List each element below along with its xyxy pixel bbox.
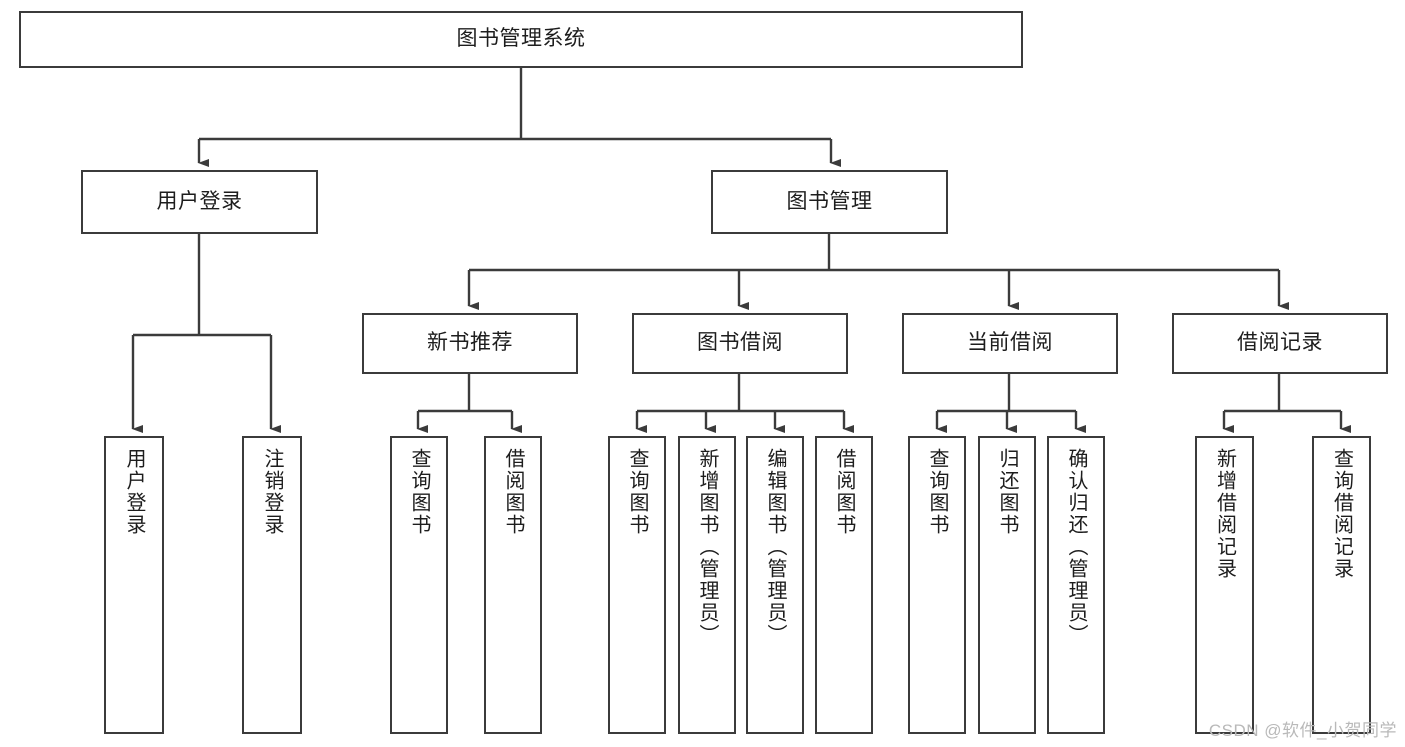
node-book-manage[interactable]: 图书管理 <box>711 170 948 234</box>
node-current-borrow-label: 当前借阅 <box>967 331 1053 355</box>
leaf-return-book-label: 归还图书 <box>996 448 1018 536</box>
node-book-borrow[interactable]: 图书借阅 <box>632 313 848 374</box>
leaf-query-book-new-label: 查询图书 <box>408 448 430 536</box>
leaf-edit-book[interactable]: 编辑图书（管理员） <box>746 436 804 734</box>
leaf-confirm-return[interactable]: 确认归还（管理员） <box>1047 436 1105 734</box>
leaf-add-book-label: 新增图书（管理员） <box>696 448 718 646</box>
node-current-borrow[interactable]: 当前借阅 <box>902 313 1118 374</box>
node-user-login[interactable]: 用户登录 <box>81 170 318 234</box>
leaf-add-borrow-record[interactable]: 新增借阅记录 <box>1195 436 1254 734</box>
node-book-borrow-label: 图书借阅 <box>697 331 783 355</box>
leaf-return-book[interactable]: 归还图书 <box>978 436 1036 734</box>
leaf-user-login[interactable]: 用户登录 <box>104 436 164 734</box>
node-root-label: 图书管理系统 <box>456 27 586 51</box>
leaf-query-book-new[interactable]: 查询图书 <box>390 436 448 734</box>
leaf-borrow-book-new[interactable]: 借阅图书 <box>484 436 542 734</box>
leaf-user-login-label: 用户登录 <box>123 448 145 536</box>
leaf-borrow-book-new-label: 借阅图书 <box>502 448 524 536</box>
node-root[interactable]: 图书管理系统 <box>19 11 1023 68</box>
leaf-user-logout-label: 注销登录 <box>261 448 283 536</box>
node-borrow-record[interactable]: 借阅记录 <box>1172 313 1388 374</box>
leaf-query-book-borrow[interactable]: 查询图书 <box>608 436 666 734</box>
leaf-borrow-book[interactable]: 借阅图书 <box>815 436 873 734</box>
node-borrow-record-label: 借阅记录 <box>1237 331 1323 355</box>
node-book-manage-label: 图书管理 <box>786 189 873 213</box>
node-new-book-recommend[interactable]: 新书推荐 <box>362 313 578 374</box>
leaf-edit-book-label: 编辑图书（管理员） <box>764 448 786 646</box>
leaf-borrow-book-label: 借阅图书 <box>833 448 855 536</box>
leaf-user-logout[interactable]: 注销登录 <box>242 436 302 734</box>
leaf-query-book-borrow-label: 查询图书 <box>626 448 648 536</box>
leaf-query-borrow-record-label: 查询借阅记录 <box>1330 448 1353 580</box>
leaf-query-book-current-label: 查询图书 <box>926 448 948 536</box>
node-user-login-label: 用户登录 <box>156 189 243 213</box>
leaf-query-book-current[interactable]: 查询图书 <box>908 436 966 734</box>
leaf-confirm-return-label: 确认归还（管理员） <box>1065 448 1087 646</box>
leaf-query-borrow-record[interactable]: 查询借阅记录 <box>1312 436 1371 734</box>
leaf-add-book[interactable]: 新增图书（管理员） <box>678 436 736 734</box>
node-new-book-recommend-label: 新书推荐 <box>427 331 513 355</box>
leaf-add-borrow-record-label: 新增借阅记录 <box>1213 448 1236 580</box>
watermark: CSDN @软件_小贺同学 <box>1208 721 1397 740</box>
